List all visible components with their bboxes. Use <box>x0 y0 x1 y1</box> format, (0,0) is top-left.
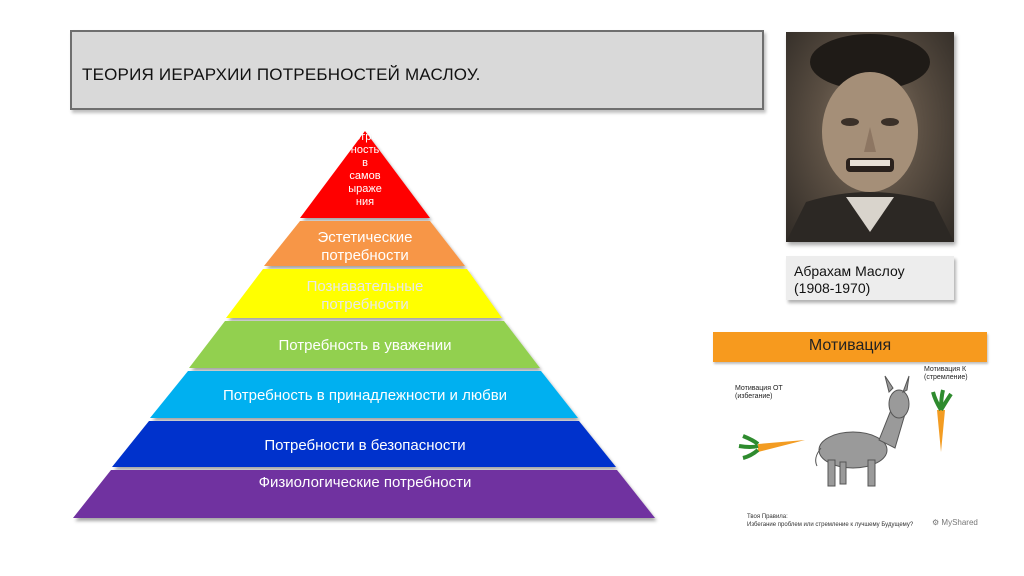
level-3-label: Потребность в уважении <box>200 337 530 355</box>
level-top-line: ния <box>355 196 375 208</box>
footer-line: Избегание проблем или стремление к лучше… <box>747 522 914 528</box>
toward-line: (стремление) <box>924 374 968 381</box>
carrot-horizontal-icon <box>738 434 805 460</box>
level-4-line: Потребность в принадлежности и любви <box>222 387 508 404</box>
donkey-icon <box>815 375 910 487</box>
pyramid-level-3 <box>189 321 540 368</box>
watermark: ⚙ MyShared <box>932 519 978 527</box>
level-1-line: Эстетические <box>317 229 413 246</box>
level-6-line: Физиологические потребности <box>258 474 472 491</box>
portrait-years: (1908-1970) <box>794 280 871 296</box>
away-line: (избегание) <box>735 393 773 400</box>
carrot-vertical-icon <box>931 389 953 452</box>
toward-line: Мотивация К <box>924 366 967 373</box>
pyramid-level-5 <box>112 421 616 467</box>
level-top-label: Потреб ность в самов ыраже ния <box>335 131 395 209</box>
maslow-pyramid <box>73 131 655 518</box>
level-5-label: Потребности в безопасности <box>160 437 570 455</box>
level-top-line: самов <box>349 170 381 182</box>
portrait-illustration <box>786 34 954 242</box>
portrait-photo <box>786 32 954 242</box>
motivation-banner: Мотивация <box>713 332 987 362</box>
footer-line: Твоя Правила: <box>747 514 788 520</box>
level-1-label: Эстетические потребности <box>270 229 460 265</box>
page-title: ТЕОРИЯ ИЕРАРХИИ ПОТРЕБНОСТЕЙ МАСЛОУ. <box>82 65 481 84</box>
motivation-banner-text: Мотивация <box>808 337 892 354</box>
portrait-name: Абрахам Маслоу <box>794 263 905 279</box>
level-6-label: Физиологические потребности <box>130 474 600 492</box>
portrait-caption: Абрахам Маслоу (1908-1970) <box>786 256 954 300</box>
pyramid-level-4 <box>150 371 578 418</box>
title-box: ТЕОРИЯ ИЕРАРХИИ ПОТРЕБНОСТЕЙ МАСЛОУ. <box>70 30 764 110</box>
level-2-line: потребности <box>321 296 409 313</box>
level-top-line: ность <box>350 144 380 156</box>
pyramid-level-6 <box>73 470 655 518</box>
away-line: Мотивация ОТ <box>735 385 783 392</box>
watermark-text: MyShared <box>941 518 978 527</box>
level-2-label: Познавательные потребности <box>250 278 480 314</box>
motivation-toward-label: Мотивация К (стремление) <box>924 366 968 382</box>
pyramid-level-1 <box>264 221 465 266</box>
level-top-line: Потреб <box>346 131 384 143</box>
watermark-icon: ⚙ <box>932 518 940 527</box>
pyramid-level-top <box>300 131 430 218</box>
motivation-illustration <box>738 375 953 487</box>
level-2-line: Познавательные <box>306 278 424 295</box>
level-5-line: Потребности в безопасности <box>264 437 466 454</box>
motivation-away-label: Мотивация ОТ (избегание) <box>735 385 783 401</box>
level-1-line: потребности <box>321 247 409 264</box>
level-3-line: Потребность в уважении <box>278 337 452 354</box>
level-top-line: в <box>362 157 368 169</box>
level-top-line: ыраже <box>348 183 382 195</box>
level-4-label: Потребность в принадлежности и любви <box>170 387 560 405</box>
motivation-footer: Твоя Правила: Избегание проблем или стре… <box>747 513 913 529</box>
pyramid-level-2 <box>226 269 502 318</box>
